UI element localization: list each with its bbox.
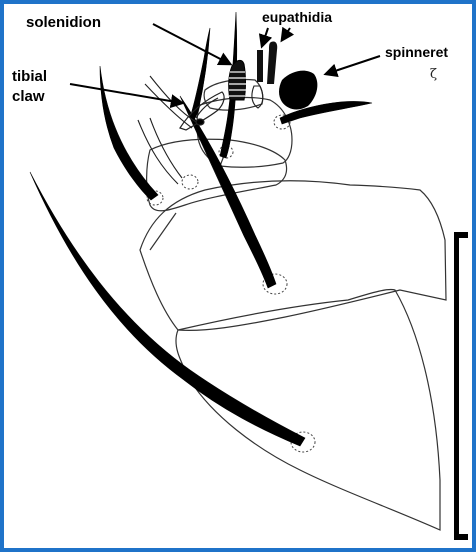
eupathidia-structure <box>257 41 277 84</box>
eupathidium <box>267 41 277 84</box>
fine-seta <box>138 120 178 184</box>
inset-box <box>454 232 468 540</box>
solenidion-structure <box>229 60 246 100</box>
eupathidium-arrow-left <box>262 28 268 46</box>
tibial-claw-label-line2: claw <box>12 88 45 105</box>
segment-suture <box>150 213 176 250</box>
leader-arrows <box>70 24 380 103</box>
setal-socket <box>182 175 198 189</box>
spinneret-symbol: ζ <box>430 67 437 82</box>
eupathidium-arrow-right <box>282 28 290 40</box>
leg-diagram: solenidion eupathidia spinneret ζ tibial… <box>4 4 472 548</box>
setae <box>30 12 372 446</box>
seta <box>100 66 158 200</box>
tibial-claw-label-line1: tibial <box>12 68 47 85</box>
spinneret-structure <box>279 71 317 110</box>
leg-segments <box>140 79 446 530</box>
spinneret-arrow <box>326 56 380 74</box>
fine-seta <box>252 86 263 108</box>
claw-socket <box>196 119 204 125</box>
eupathidia-label: eupathidia <box>262 9 332 25</box>
solenidion-rod <box>229 60 246 100</box>
solenidion-label: solenidion <box>26 14 101 31</box>
femur-segment <box>140 181 446 331</box>
distal-segment <box>176 289 440 530</box>
solenidion-arrow <box>153 24 230 64</box>
eupathidium <box>257 50 263 82</box>
spinneret-label: spinneret <box>385 44 448 60</box>
seta-long <box>30 172 305 446</box>
